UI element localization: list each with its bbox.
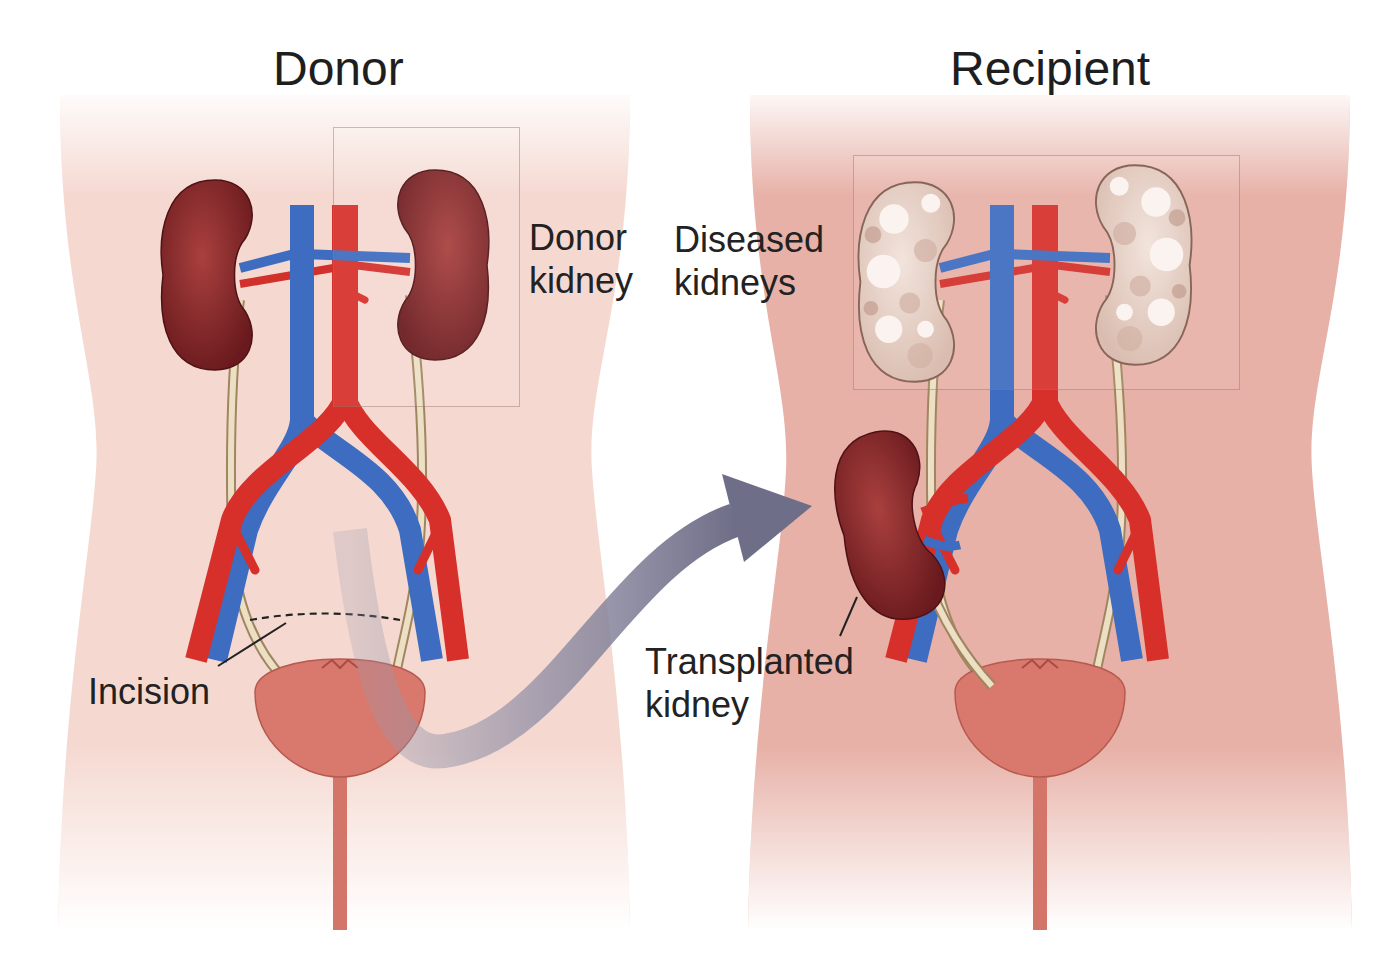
- region-box: Diseased kidneys: [853, 155, 1240, 390]
- panel-heading: Donor: [273, 40, 404, 98]
- leader-line: [840, 597, 857, 636]
- part-label: Incision: [88, 670, 210, 713]
- recipient-torso: [748, 95, 1352, 930]
- leader-line: [218, 623, 286, 666]
- part-label: Transplanted kidney: [645, 640, 877, 726]
- region-box: Donor kidney: [333, 127, 520, 407]
- region-label: Diseased kidneys: [674, 218, 846, 304]
- panel-heading: Recipient: [950, 40, 1150, 98]
- region-label: Donor kidney: [529, 216, 664, 302]
